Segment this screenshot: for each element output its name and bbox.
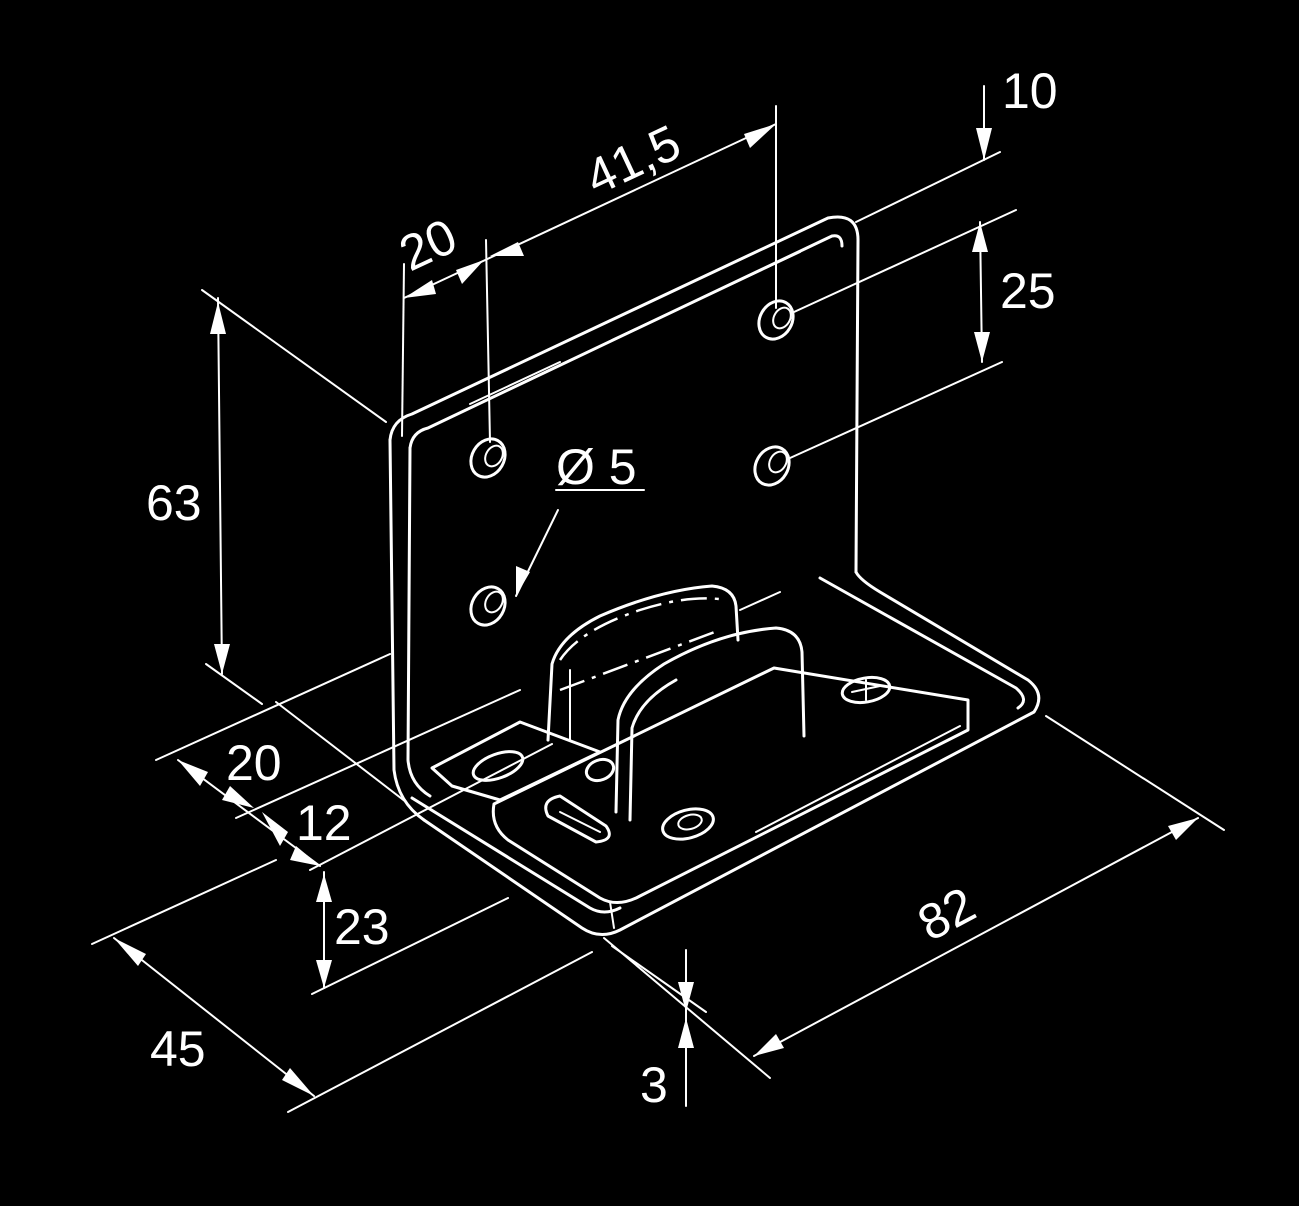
hole-base-left: [471, 750, 525, 782]
holes: [469, 299, 892, 844]
dimension-23: 23: [334, 899, 390, 955]
dimension-12: 12: [296, 795, 352, 851]
hole-top-right: [757, 299, 795, 341]
dimension-hole-diameter: Ø 5: [556, 439, 637, 495]
hole-lower-left: [469, 585, 507, 627]
vertical-plate: [388, 215, 860, 822]
slot-base: [544, 794, 611, 844]
hinge-lug: [546, 584, 806, 822]
hole-base-front: [661, 807, 715, 841]
base-plate: [410, 570, 1041, 936]
dimension-45: 45: [150, 1021, 206, 1077]
dimension-25: 25: [1000, 263, 1056, 319]
dimension-63: 63: [146, 475, 202, 531]
screw-base-right: [840, 675, 892, 705]
hole-mid-left: [469, 437, 507, 479]
hole-mid-right: [753, 445, 791, 487]
dimension-20-left: 20: [226, 735, 282, 791]
arrowheads: [114, 124, 1198, 1096]
dimension-3: 3: [640, 1057, 668, 1113]
hole-base-center: [584, 757, 616, 783]
dimension-10: 10: [1002, 63, 1058, 119]
